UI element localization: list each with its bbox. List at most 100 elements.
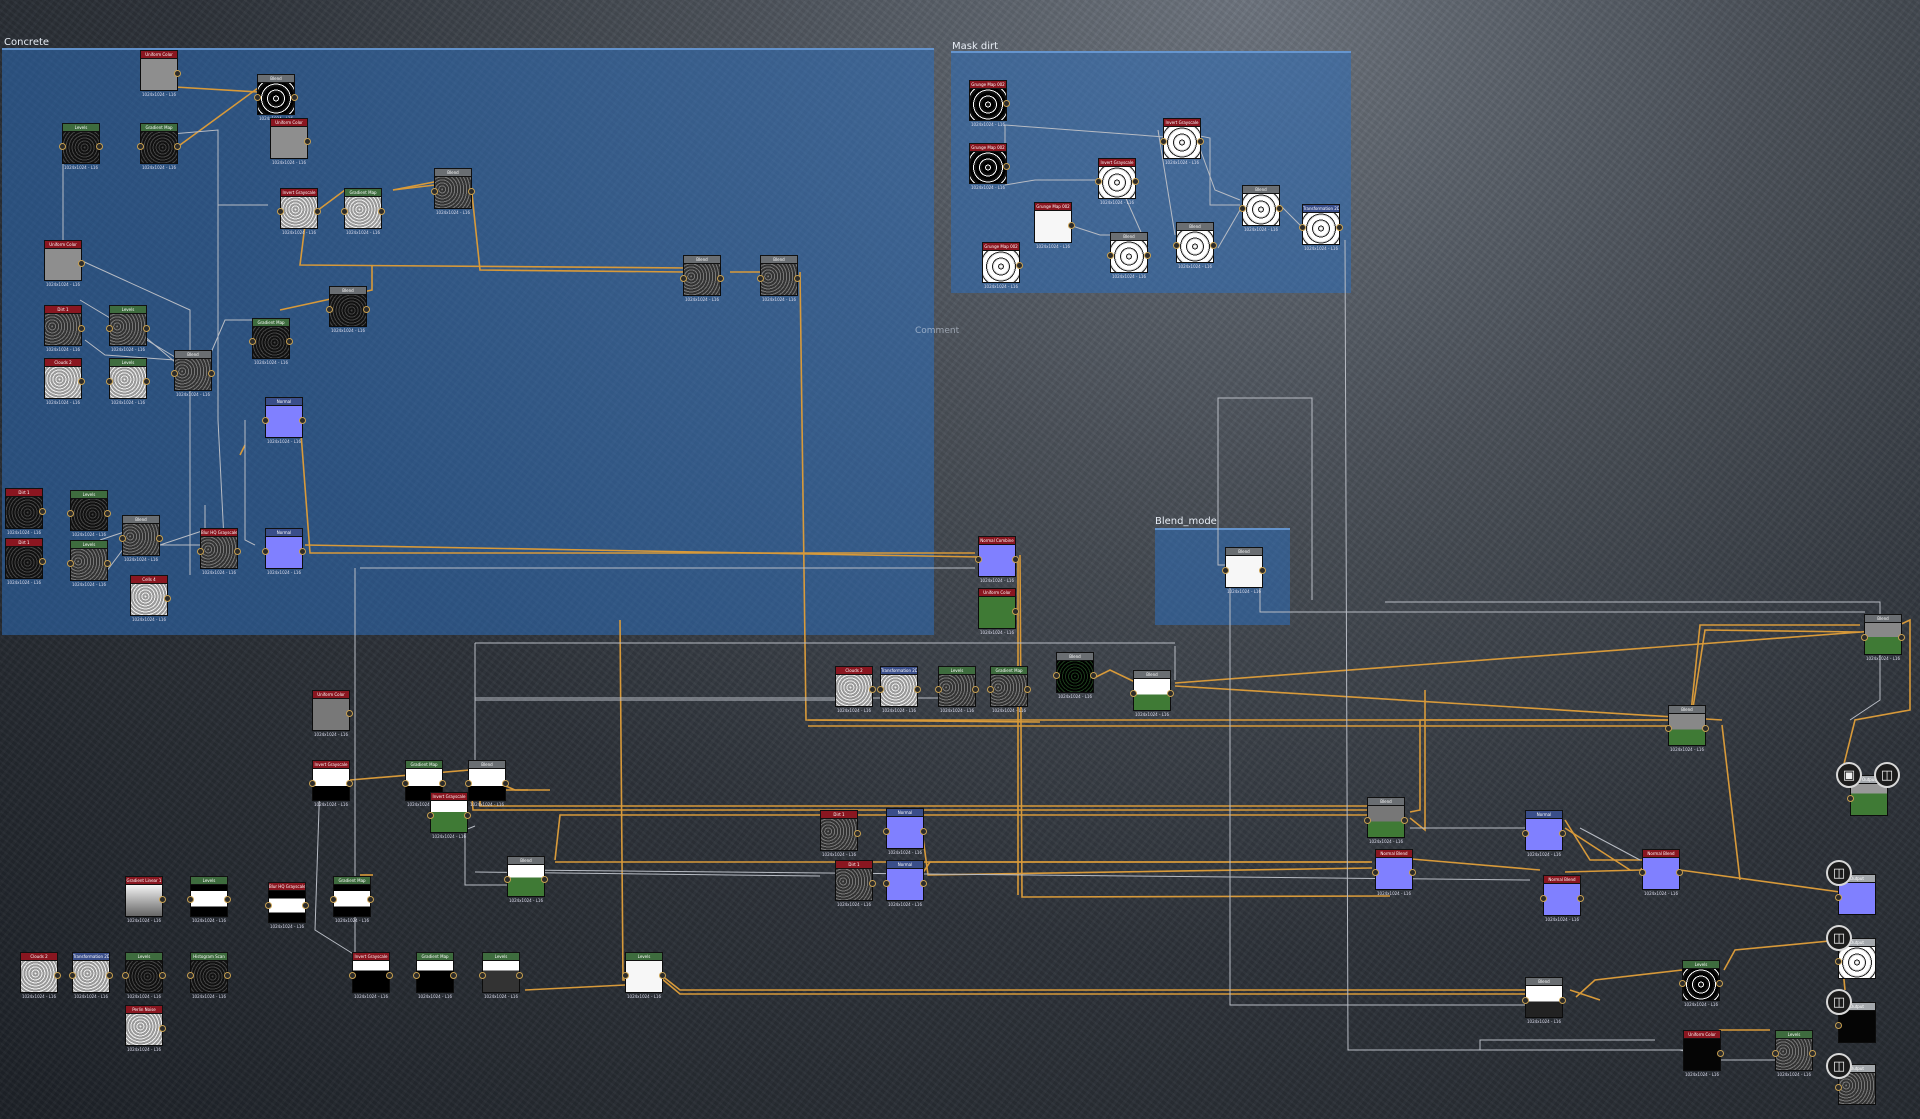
- output-port[interactable]: [1167, 690, 1174, 697]
- input-port[interactable]: [935, 686, 942, 693]
- output-port[interactable]: [1276, 205, 1283, 212]
- node-gradient-map[interactable]: Gradient Map 1024x1024 - L16: [987, 666, 1031, 713]
- output-node-roughness[interactable]: Output: [1835, 938, 1876, 984]
- input-port[interactable]: [680, 275, 687, 282]
- output-port[interactable]: [174, 70, 181, 77]
- input-port[interactable]: [413, 972, 420, 979]
- input-port[interactable]: [1772, 1050, 1779, 1057]
- node-clouds[interactable]: Clouds 2 1024x1024 - L16: [20, 952, 61, 999]
- output-port[interactable]: [164, 595, 171, 602]
- node-levels[interactable]: Levels 1024x1024 - L16: [187, 876, 231, 923]
- input-port[interactable]: [1679, 980, 1686, 987]
- node-levels[interactable]: Levels 1024x1024 - L16: [622, 952, 666, 999]
- output-port[interactable]: [854, 830, 861, 837]
- output-node-normal[interactable]: Output: [1835, 874, 1876, 920]
- node-blend[interactable]: Blend 1024x1024 - L16: [254, 74, 298, 121]
- output-port[interactable]: [208, 370, 215, 377]
- node-uniform-color[interactable]: Uniform Color 1024x1024 - L16: [140, 50, 181, 97]
- node-levels[interactable]: Levels 1024x1024 - L16: [1679, 960, 1723, 1007]
- node-transformation[interactable]: Transformation 2D 1024x1024 - L16: [1299, 204, 1343, 251]
- input-port[interactable]: [122, 972, 129, 979]
- node-levels[interactable]: Levels 1024x1024 - L16: [106, 305, 150, 352]
- input-port[interactable]: [1053, 672, 1060, 679]
- node-normal[interactable]: Normal 1024x1024 - L16: [262, 397, 306, 444]
- node-dirt[interactable]: Dirt 1 1024x1024 - L16: [5, 488, 46, 535]
- output-port[interactable]: [346, 710, 353, 717]
- node-invert-grayscale[interactable]: Invert Grayscale 1024x1024 - L16: [427, 792, 471, 839]
- input-port[interactable]: [187, 972, 194, 979]
- node-normal-combine[interactable]: Normal Combine 1024x1024 - L16: [975, 536, 1019, 583]
- input-port[interactable]: [883, 828, 890, 835]
- output-port[interactable]: [367, 896, 374, 903]
- input-port[interactable]: [1522, 997, 1529, 1004]
- output-port[interactable]: [1809, 1050, 1816, 1057]
- output-port[interactable]: [143, 378, 150, 385]
- node-gradient-map[interactable]: Gradient Map 1024x1024 - L16: [341, 188, 385, 235]
- output-port[interactable]: [106, 972, 113, 979]
- output-port[interactable]: [914, 686, 921, 693]
- input-port[interactable]: [1861, 634, 1868, 641]
- input-port[interactable]: [106, 378, 113, 385]
- node-cells[interactable]: Cells 4 1024x1024 - L16: [130, 575, 171, 622]
- output-port[interactable]: [1068, 222, 1075, 229]
- output-port[interactable]: [1898, 634, 1905, 641]
- node-normal-blend[interactable]: Normal Blend 1024x1024 - L16: [1639, 849, 1683, 896]
- node-blend[interactable]: Blend 1024x1024 - L16: [1173, 222, 1217, 269]
- input-port[interactable]: [1130, 690, 1137, 697]
- input-port[interactable]: [883, 880, 890, 887]
- output-port[interactable]: [468, 188, 475, 195]
- input-port[interactable]: [504, 876, 511, 883]
- output-port[interactable]: [502, 780, 509, 787]
- input-port[interactable]: [1372, 869, 1379, 876]
- node-blend[interactable]: Blend 1024x1024 - L16: [171, 350, 215, 397]
- output-port[interactable]: [386, 972, 393, 979]
- input-port[interactable]: [1847, 795, 1854, 802]
- output-port[interactable]: [304, 138, 311, 145]
- node-blend[interactable]: Blend 1024x1024 - L16: [1053, 652, 1097, 699]
- output-port[interactable]: [869, 880, 876, 887]
- output-port[interactable]: [1717, 1050, 1724, 1057]
- node-dirt[interactable]: Dirt 1 1024x1024 - L16: [5, 538, 46, 585]
- input-port[interactable]: [277, 208, 284, 215]
- output-port[interactable]: [1210, 242, 1217, 249]
- node-blend[interactable]: Blend 1024x1024 - L16: [1522, 977, 1566, 1024]
- output-port[interactable]: [1577, 895, 1584, 902]
- output-port[interactable]: [1559, 830, 1566, 837]
- output-port[interactable]: [1702, 725, 1709, 732]
- input-port[interactable]: [249, 338, 256, 345]
- output-port[interactable]: [1132, 178, 1139, 185]
- output-port[interactable]: [1336, 224, 1343, 231]
- node-clouds[interactable]: Clouds 2 1024x1024 - L16: [44, 358, 85, 405]
- node-perlin[interactable]: Perlin Noise 1024x1024 - L16: [125, 1005, 166, 1052]
- node-blend[interactable]: Blend 1024x1024 - L16: [431, 168, 475, 215]
- input-port[interactable]: [431, 188, 438, 195]
- output-port[interactable]: [224, 896, 231, 903]
- node-normal[interactable]: Normal 1024x1024 - L16: [883, 808, 927, 855]
- node-blend[interactable]: Blend 1024x1024 - L16: [757, 255, 801, 302]
- node-levels[interactable]: Levels 1024x1024 - L16: [67, 490, 111, 537]
- node-levels[interactable]: Levels 1024x1024 - L16: [106, 358, 150, 405]
- input-port[interactable]: [757, 275, 764, 282]
- node-dirt[interactable]: Dirt 1 1024x1024 - L16: [835, 860, 876, 907]
- output-port[interactable]: [291, 94, 298, 101]
- output-port[interactable]: [1003, 100, 1010, 107]
- output-port[interactable]: [1401, 817, 1408, 824]
- output-port[interactable]: [156, 535, 163, 542]
- input-port[interactable]: [1639, 869, 1646, 876]
- input-port[interactable]: [349, 972, 356, 979]
- input-port[interactable]: [1107, 252, 1114, 259]
- output-port[interactable]: [972, 686, 979, 693]
- node-levels[interactable]: Levels 1024x1024 - L16: [1772, 1030, 1816, 1077]
- output-port[interactable]: [717, 275, 724, 282]
- output-port[interactable]: [96, 143, 103, 150]
- output-port[interactable]: [1197, 138, 1204, 145]
- node-gradient-map[interactable]: Gradient Map 1024x1024 - L16: [249, 318, 293, 365]
- input-port[interactable]: [1835, 958, 1842, 965]
- input-port[interactable]: [1173, 242, 1180, 249]
- output-port[interactable]: [39, 558, 46, 565]
- node-gradient-map[interactable]: Gradient Map 1024x1024 - L16: [330, 876, 374, 923]
- node-invert-grayscale[interactable]: Invert Grayscale 1024x1024 - L16: [309, 760, 353, 807]
- output-port[interactable]: [302, 902, 309, 909]
- node-histogram[interactable]: Histogram Scan 1024x1024 - L16: [187, 952, 231, 999]
- output-port[interactable]: [159, 972, 166, 979]
